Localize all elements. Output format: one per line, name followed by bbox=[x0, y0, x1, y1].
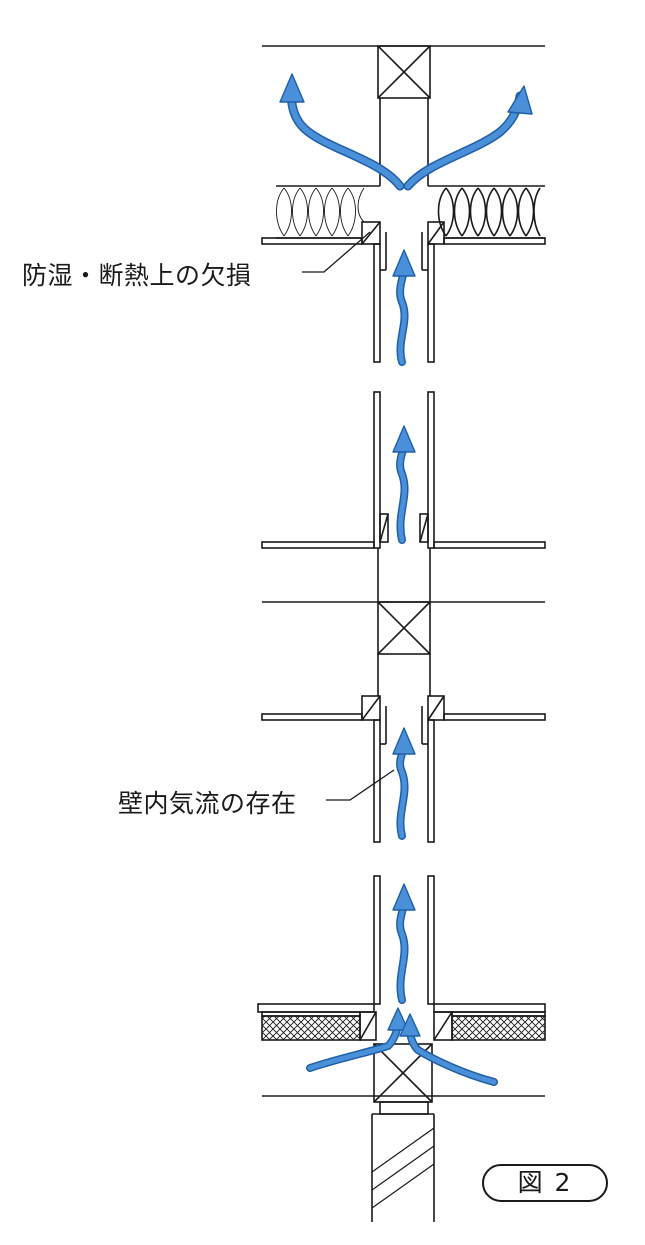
upper-ceiling-board bbox=[261, 237, 546, 245]
air-flow-arrow-crawlspace-right bbox=[399, 1013, 498, 1086]
middle-wall-studs bbox=[373, 391, 435, 549]
middle-plate-block bbox=[377, 548, 431, 696]
foundation-wall bbox=[371, 1101, 435, 1222]
air-flow-arrow-ground-wall bbox=[392, 883, 416, 1004]
upper-ceiling-edge-blocks bbox=[361, 221, 445, 245]
upper-wall-studs bbox=[373, 232, 435, 363]
floor-board bbox=[257, 1003, 546, 1013]
attic-insulation-right bbox=[428, 185, 545, 239]
floor-edge-blocks bbox=[359, 1011, 453, 1041]
lower-ceiling-board bbox=[261, 695, 546, 721]
leader-line-top bbox=[302, 231, 371, 273]
air-flow-arrows bbox=[279, 73, 533, 1086]
air-flow-arrow-top-left bbox=[279, 73, 405, 191]
ground-wall-studs bbox=[373, 875, 435, 1005]
attic-insulation-left bbox=[276, 185, 380, 239]
wall-air-flow-label: 壁内気流の存在 bbox=[118, 789, 297, 818]
sill-plate bbox=[262, 1043, 545, 1103]
leader-line-mid bbox=[326, 769, 395, 801]
lower-wall-studs bbox=[373, 706, 435, 843]
air-flow-arrow-lower-wall bbox=[392, 727, 416, 840]
air-flow-arrow-top-right bbox=[403, 85, 533, 191]
air-flow-arrow-upper-wall bbox=[392, 249, 416, 366]
vapor-barrier-defect-label: 防湿・断熱上の欠損 bbox=[22, 261, 252, 290]
air-flow-arrow-crawlspace-left bbox=[306, 1007, 409, 1072]
upper-top-plate bbox=[377, 45, 431, 99]
middle-ceiling-board bbox=[261, 513, 546, 549]
figure-number-badge: 図 2 bbox=[482, 1164, 608, 1202]
air-flow-arrow-middle-wall bbox=[392, 425, 416, 544]
